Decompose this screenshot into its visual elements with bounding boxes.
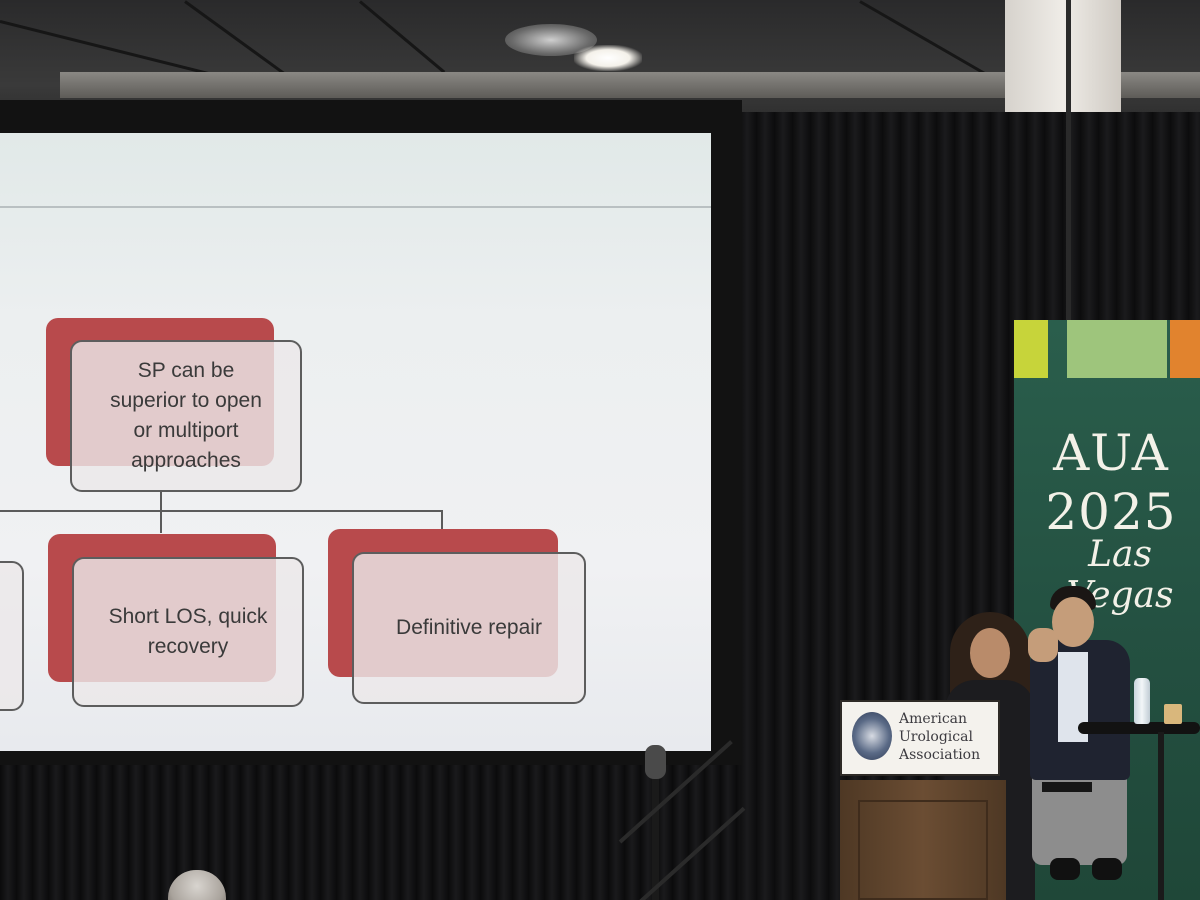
- slide-node-child-1: Short LOS, quick recovery: [72, 557, 304, 707]
- side-table: [1078, 722, 1200, 734]
- shoe: [1050, 858, 1080, 880]
- aua-seal-icon: [852, 712, 892, 760]
- stool: [1042, 782, 1092, 792]
- podium-sign-line: Association: [899, 747, 981, 763]
- stage-curtain-lower: [0, 755, 740, 900]
- slide-title-rule: [0, 206, 711, 208]
- projected-slide: SP can be superior to open or multiport …: [0, 133, 711, 751]
- panelist-face: [1052, 597, 1094, 647]
- ceiling-light: [574, 45, 642, 71]
- microphone-stand: [652, 760, 659, 900]
- microphone-icon: [645, 745, 666, 779]
- banner-title: AUA: [1053, 424, 1169, 482]
- connector-line: [160, 491, 162, 533]
- slide-node-child-2: Definitive repair: [352, 552, 586, 704]
- banner-year: 2025: [1045, 483, 1177, 541]
- podium-sign-line: Urological: [899, 729, 973, 745]
- table-leg: [1158, 732, 1164, 900]
- banner-stripe: [1170, 320, 1200, 378]
- pillar: [1005, 0, 1121, 112]
- cup: [1164, 704, 1182, 724]
- podium-panel: [858, 800, 988, 900]
- connector-line: [441, 510, 443, 530]
- banner-stripe: [1014, 320, 1048, 378]
- slide-node-top: SP can be superior to open or multiport …: [70, 340, 302, 492]
- clapping-hands: [1028, 628, 1058, 662]
- connector-line: [0, 510, 443, 512]
- hanging-cable: [1066, 0, 1071, 320]
- water-bottle: [1134, 678, 1150, 724]
- banner-stripe: [1067, 320, 1167, 378]
- shoe: [1092, 858, 1122, 880]
- slide-node-left-partial: [0, 561, 24, 711]
- podium-sign-line: American: [899, 711, 968, 727]
- panelist-face: [970, 628, 1010, 678]
